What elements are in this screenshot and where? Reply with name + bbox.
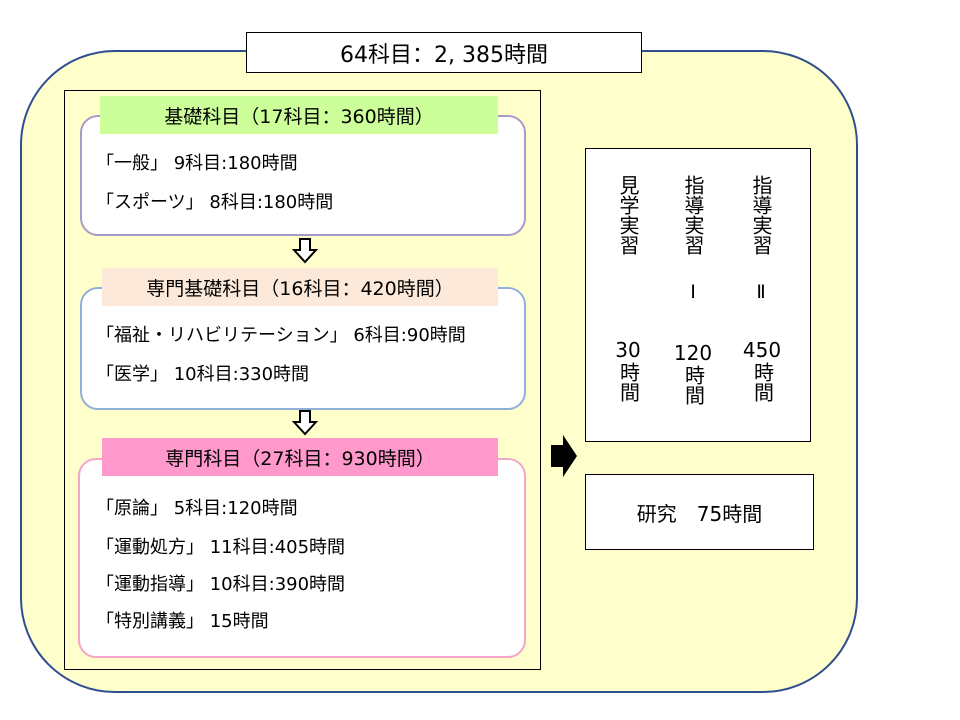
specialized-basic-header: 専門基礎科目（16科目：420時間） [102,268,498,306]
practicum-name: 見学実習 [616,175,640,255]
specialized-basic-group [80,287,526,410]
course-item: 「原論」 5科目:120時間 [96,498,298,519]
specialized-header: 専門科目（27科目：930時間） [102,438,498,476]
specialized-header-text: 専門科目（27科目：930時間） [165,447,435,470]
research-box: 研究 75時間 [585,474,814,550]
practicum-hours: 30 時間 [615,338,641,403]
practicum-box: 見学実習 指導実習 指導実習 Ⅰ Ⅱ 30 時間 120 時間 450 時間 [585,148,811,442]
practicum-numeral: Ⅱ [756,281,766,303]
down-arrow-outline-icon [292,238,318,264]
practicum-hours: 450 時間 [742,338,782,403]
course-groups-frame [64,90,541,670]
right-arrow-solid-icon [551,435,577,477]
basic-subjects-header: 基礎科目（17科目：360時間） [100,96,498,134]
total-title: 64科目：2, 385時間 [246,32,642,73]
practicum-name: 指導実習 [749,175,773,255]
course-item: 「医学」 10科目:330時間 [96,364,310,385]
down-arrow-outline-icon [292,410,318,436]
research-text: 研究 75時間 [636,501,763,526]
course-item: 「福祉・リハビリテーション」 6科目:90時間 [96,325,466,346]
course-item: 「運動指導」 10科目:390時間 [96,574,346,595]
total-title-text: 64科目：2, 385時間 [340,42,548,68]
specialized-basic-header-text: 専門基礎科目（16科目：420時間） [146,277,454,300]
practicum-name: 指導実習 [681,175,705,255]
practicum-hours: 120 時間 [673,341,713,406]
basic-subjects-header-text: 基礎科目（17科目：360時間） [164,105,434,128]
practicum-numeral: Ⅰ [690,281,696,303]
course-item: 「運動処方」 11科目:405時間 [96,537,346,558]
course-item: 「スポーツ」 8科目:180時間 [96,192,334,213]
course-item: 「一般」 9科目:180時間 [96,153,298,174]
course-item: 「特別講義」 15時間 [96,611,269,632]
basic-subjects-group [80,115,526,236]
